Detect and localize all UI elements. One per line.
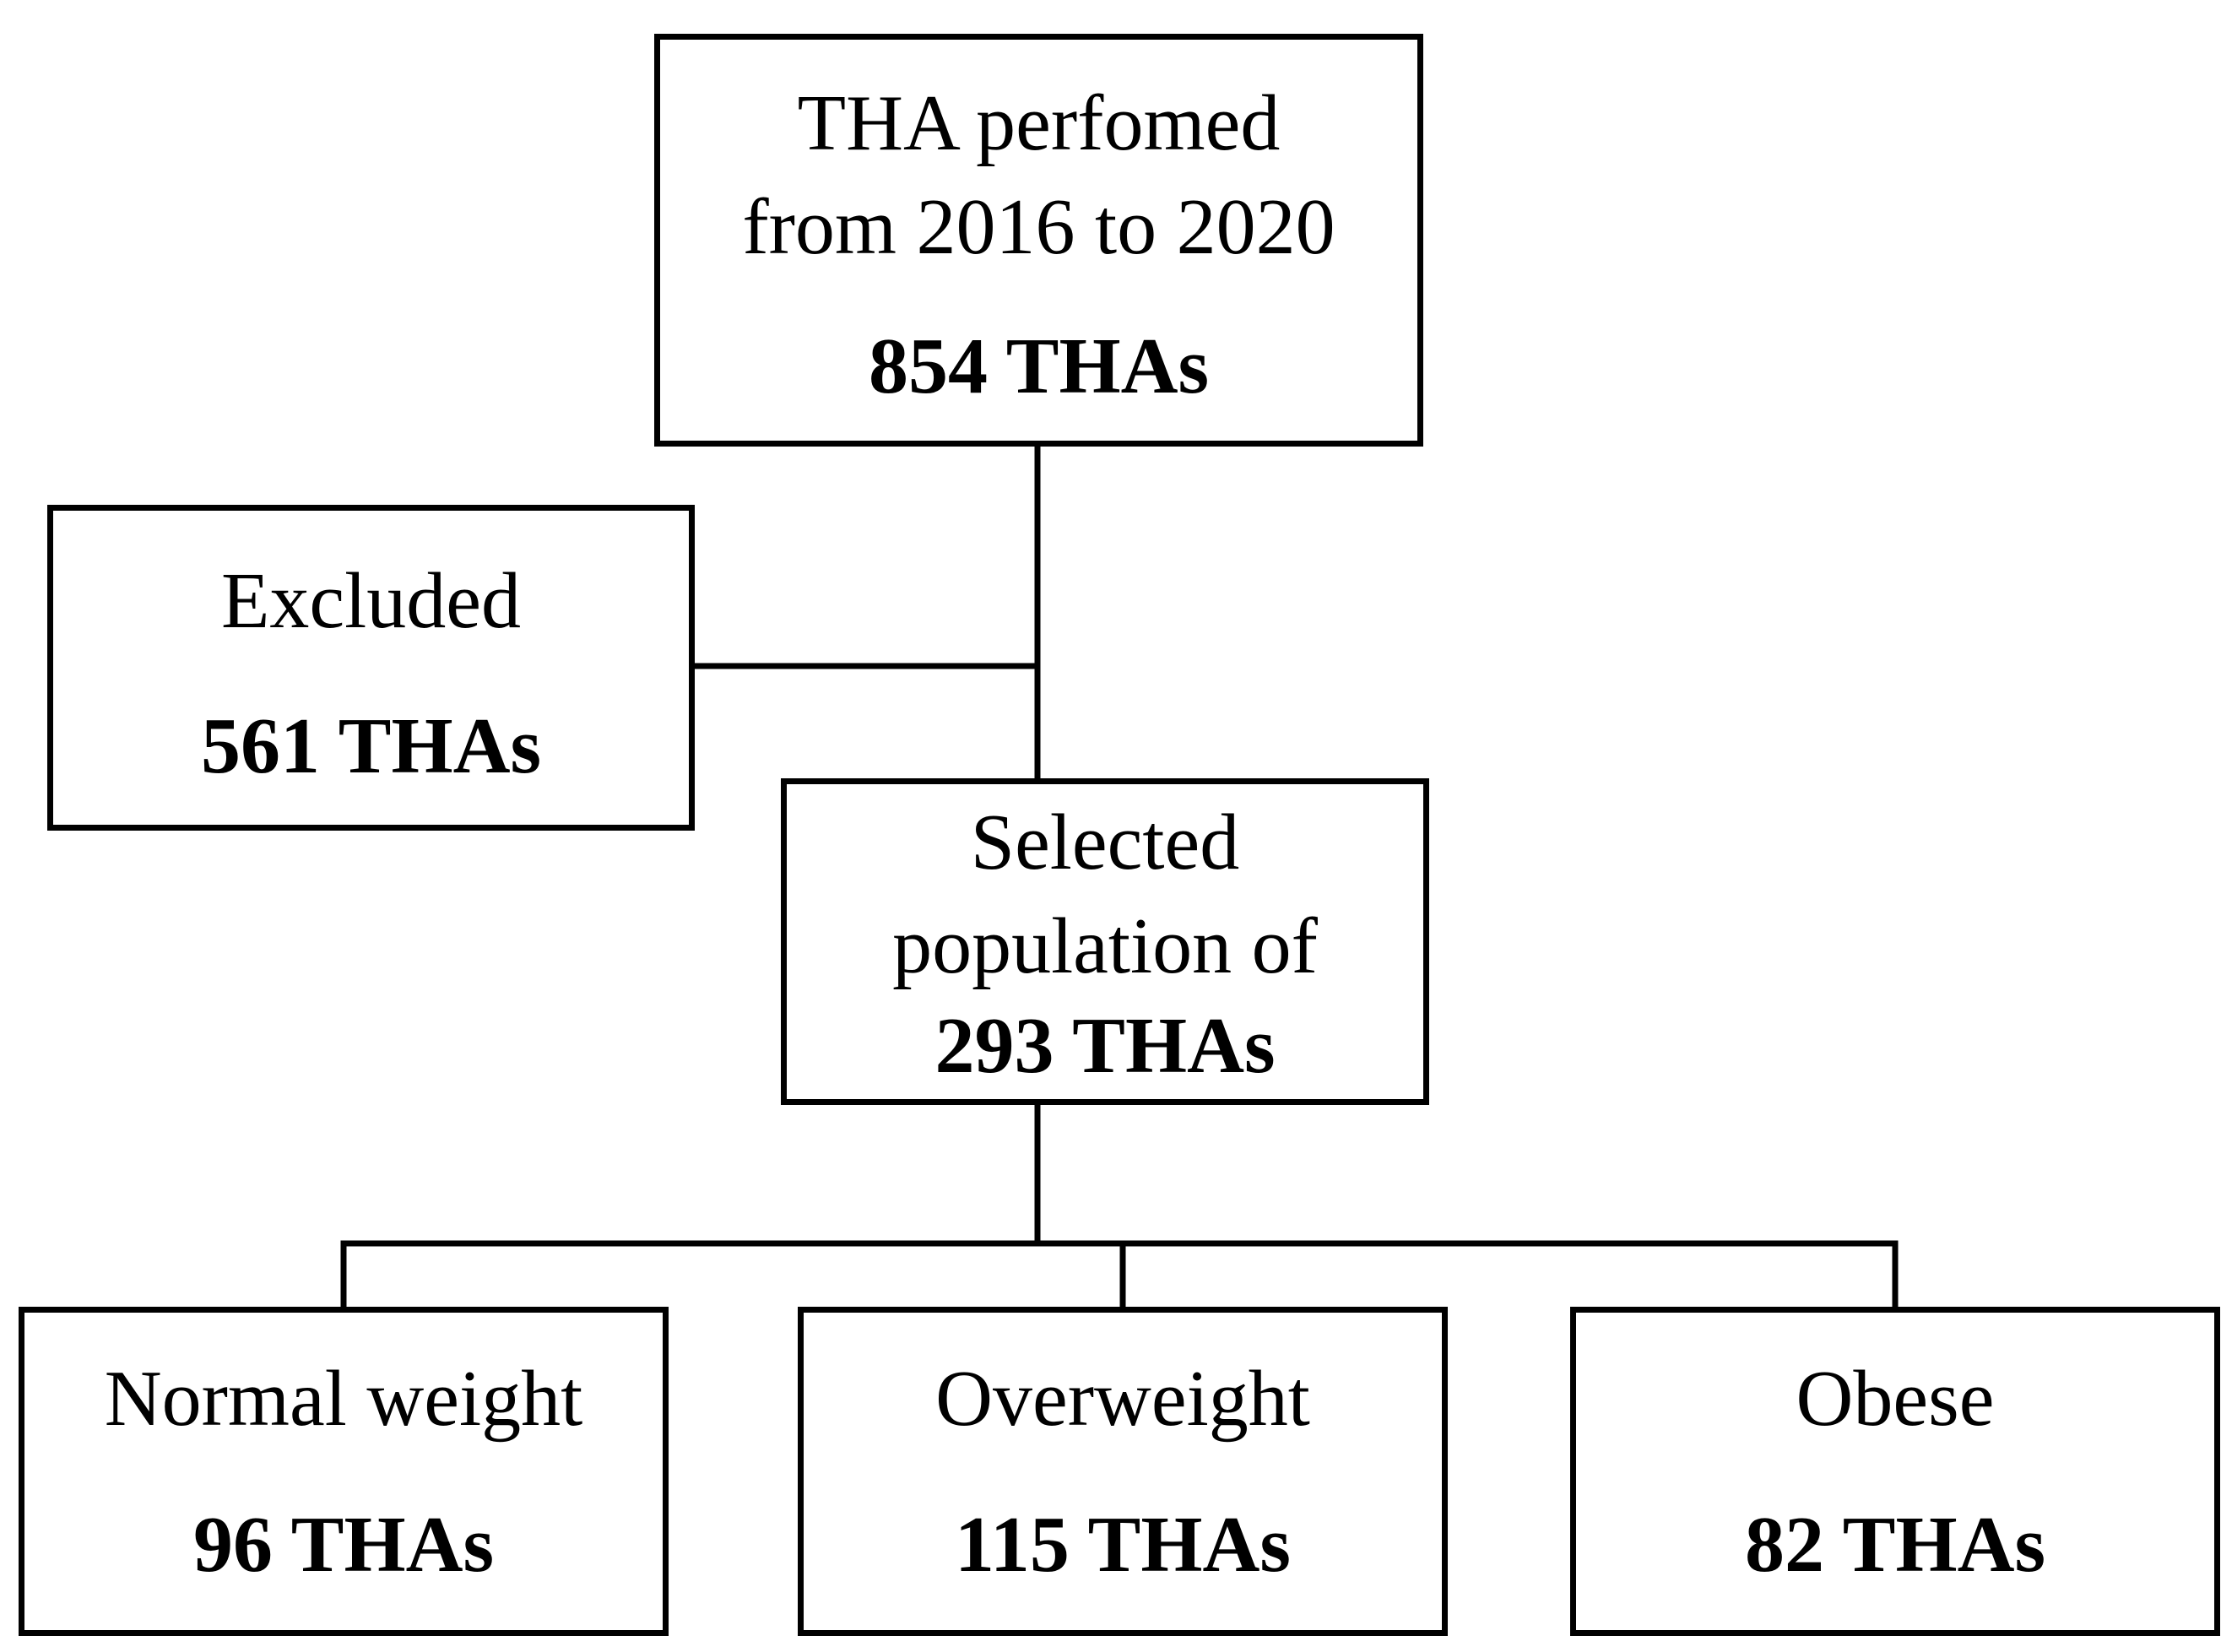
node-selected-line1: Selected (970, 799, 1240, 886)
node-overweight-count: 115 THAs (955, 1501, 1291, 1589)
node-total-thas: THA perfomed from 2016 to 2020 854 THAs (654, 34, 1423, 447)
node-normal-weight: Normal weight 96 THAs (19, 1307, 669, 1636)
node-total-title-line1: THA perfomed (797, 79, 1281, 167)
node-selected-line2: population of (892, 902, 1318, 990)
node-overweight: Overweight 115 THAs (798, 1307, 1448, 1636)
node-obese-count: 82 THAs (1744, 1501, 2046, 1589)
node-excluded-label: Excluded (221, 557, 521, 645)
node-excluded: Excluded 561 THAs (47, 505, 695, 831)
node-excluded-count: 561 THAs (200, 702, 542, 790)
node-selected-population: Selected population of 293 THAs (781, 778, 1429, 1105)
node-normal-weight-count: 96 THAs (192, 1501, 495, 1589)
node-normal-weight-label: Normal weight (104, 1355, 583, 1443)
node-total-count: 854 THAs (868, 322, 1210, 410)
node-selected-count: 293 THAs (934, 1002, 1276, 1090)
node-overweight-label: Overweight (935, 1355, 1310, 1443)
node-obese-label: Obese (1796, 1355, 1995, 1443)
node-total-title-line2: from 2016 to 2020 (742, 183, 1335, 271)
node-obese: Obese 82 THAs (1570, 1307, 2220, 1636)
